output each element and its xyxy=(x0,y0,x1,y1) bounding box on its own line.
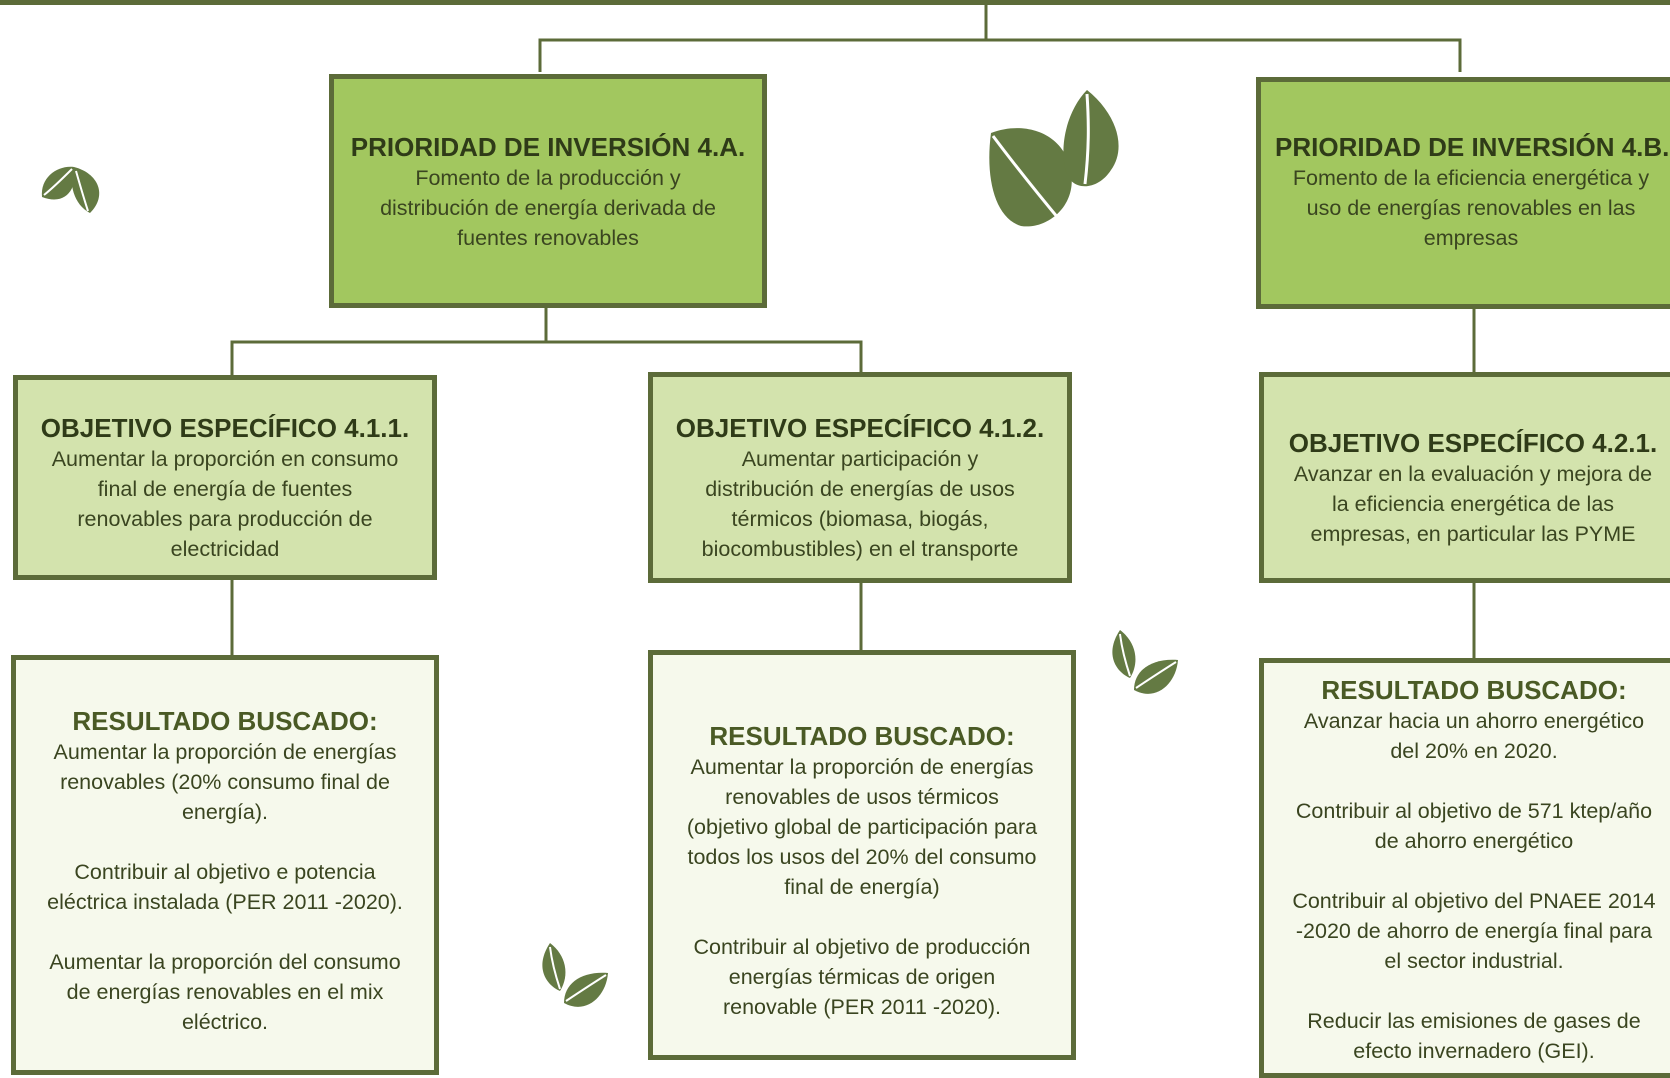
result-title: RESULTADO BUSCADO: xyxy=(1321,675,1627,705)
objective-title: OBJETIVO ESPECÍFICO 4.1.1. xyxy=(40,413,410,443)
priority-box-4b: PRIORIDAD DE INVERSIÓN 4.B. Fomento de l… xyxy=(1256,77,1670,309)
result-box-4-1-2: RESULTADO BUSCADO: Aumentar la proporció… xyxy=(648,650,1076,1060)
priority-description: Fomento de la eficiencia energética y us… xyxy=(1292,166,1650,250)
leaf-pair-large-icon xyxy=(989,90,1119,227)
result-paragraph: Contribuir al objetivo e potencia eléctr… xyxy=(47,860,403,914)
objective-description: Avanzar en la evaluación y mejora de la … xyxy=(1293,462,1653,546)
result-paragraph: Aumentar la proporción del consumo de en… xyxy=(49,950,401,1034)
result-paragraph: Aumentar la proporción de energías renov… xyxy=(53,740,397,824)
top-border-line xyxy=(0,0,1670,5)
result-paragraph: Contribuir al objetivo de 571 ktep/año d… xyxy=(1295,799,1653,853)
result-box-4-2-1: RESULTADO BUSCADO: Avanzar hacia un ahor… xyxy=(1259,658,1670,1078)
priority-title: PRIORIDAD DE INVERSIÓN 4.B. xyxy=(1275,132,1670,162)
priority-title: PRIORIDAD DE INVERSIÓN 4.A. xyxy=(350,132,746,162)
objective-box-4-1-1: OBJETIVO ESPECÍFICO 4.1.1. Aumentar la p… xyxy=(13,375,437,580)
priority-description: Fomento de la producción y distribución … xyxy=(380,166,716,250)
leaf-pair-small-icon xyxy=(41,166,100,213)
objective-title: OBJETIVO ESPECÍFICO 4.1.2. xyxy=(675,413,1045,443)
objective-description: Aumentar participación y distribución de… xyxy=(701,447,1019,561)
priority-connector xyxy=(538,38,1462,72)
result-description: Avanzar hacia un ahorro energético del 2… xyxy=(1278,706,1670,1066)
objective-title: OBJETIVO ESPECÍFICO 4.2.1. xyxy=(1288,428,1658,458)
leaf-pair-icon xyxy=(1112,630,1178,694)
result-paragraph: Avanzar hacia un ahorro energético del 2… xyxy=(1303,709,1645,763)
result-title: RESULTADO BUSCADO: xyxy=(72,706,378,736)
objective-description: Aumentar la proporción en consumo final … xyxy=(51,447,399,561)
result-paragraph: Contribuir al objetivo del PNAEE 2014 -2… xyxy=(1292,889,1656,973)
result-paragraph: Aumentar la proporción de energías renov… xyxy=(686,755,1038,899)
objective-a-connector xyxy=(230,340,863,375)
objective-box-4-1-2: OBJETIVO ESPECÍFICO 4.1.2. Aumentar part… xyxy=(648,372,1072,583)
priority-box-4a: PRIORIDAD DE INVERSIÓN 4.A. Fomento de l… xyxy=(329,74,767,308)
objective-box-4-2-1: OBJETIVO ESPECÍFICO 4.2.1. Avanzar en la… xyxy=(1259,372,1670,583)
leaf-pair-icon xyxy=(542,943,608,1007)
result-box-4-1-1: RESULTADO BUSCADO: Aumentar la proporció… xyxy=(11,655,439,1075)
result-description: Aumentar la proporción de energías renov… xyxy=(667,752,1057,1022)
result-description: Aumentar la proporción de energías renov… xyxy=(30,737,420,1037)
result-title: RESULTADO BUSCADO: xyxy=(709,721,1015,751)
result-paragraph: Reducir las emisiones de gases de efecto… xyxy=(1307,1009,1641,1063)
result-paragraph: Contribuir al objetivo de producción ene… xyxy=(693,935,1031,1019)
